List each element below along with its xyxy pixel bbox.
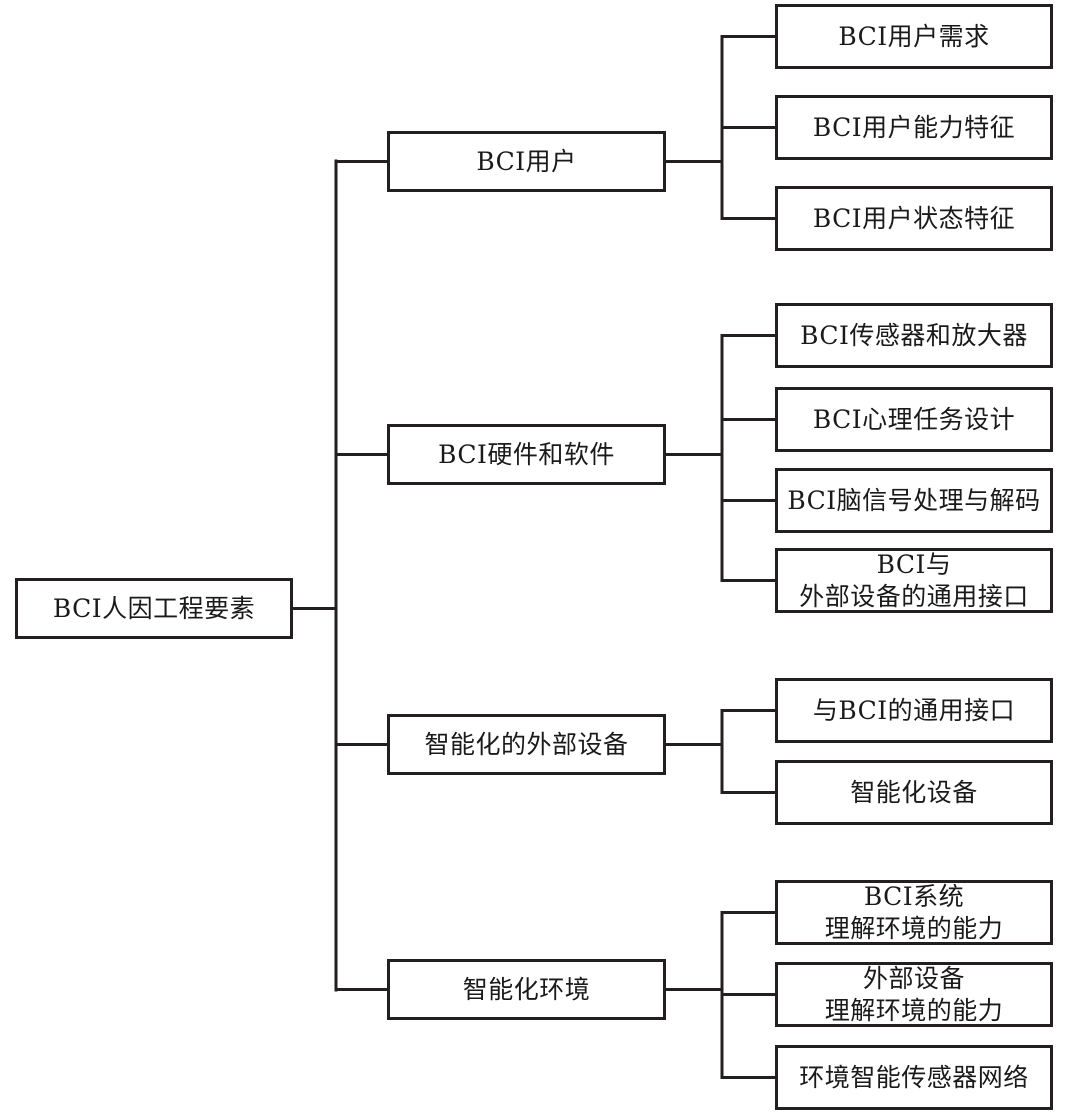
leaf-node-2-4[interactable]: BCI与 外部设备的通用接口 [775, 548, 1053, 613]
leaf-node-3-1-label: 与BCI的通用接口 [812, 695, 1016, 725]
leaf-node-2-2-label: BCI心理任务设计 [812, 404, 1016, 434]
leaf-node-4-2-label: 外部设备 理解环境的能力 [824, 964, 1004, 1025]
leaf-node-1-3[interactable]: BCI用户状态特征 [775, 186, 1053, 251]
leaf-node-4-3[interactable]: 环境智能传感器网络 [775, 1045, 1053, 1110]
leaf-node-2-3-label: BCI脑信号处理与解码 [787, 485, 1041, 515]
leaf-node-3-2[interactable]: 智能化设备 [775, 760, 1053, 825]
leaf-node-4-3-label: 环境智能传感器网络 [799, 1062, 1029, 1092]
branch-node-2-label: BCI硬件和软件 [438, 439, 615, 469]
branch-node-4-label: 智能化环境 [462, 974, 591, 1004]
branch-node-3-label: 智能化的外部设备 [424, 729, 629, 759]
leaf-node-4-1-label: BCI系统 理解环境的能力 [824, 882, 1004, 943]
leaf-node-2-4-label: BCI与 外部设备的通用接口 [799, 550, 1029, 611]
branch-node-2[interactable]: BCI硬件和软件 [387, 424, 666, 485]
branch-node-1[interactable]: BCI用户 [387, 131, 666, 192]
leaf-node-1-2-label: BCI用户能力特征 [812, 112, 1016, 142]
leaf-node-4-1[interactable]: BCI系统 理解环境的能力 [775, 880, 1053, 945]
leaf-node-1-1[interactable]: BCI用户需求 [775, 4, 1053, 69]
leaf-node-2-2[interactable]: BCI心理任务设计 [775, 387, 1053, 452]
leaf-node-2-1-label: BCI传感器和放大器 [800, 320, 1028, 350]
leaf-node-2-1[interactable]: BCI传感器和放大器 [775, 303, 1053, 368]
branch-node-1-label: BCI用户 [476, 146, 577, 176]
root-node-label: BCI人因工程要素 [52, 593, 256, 623]
branch-node-4[interactable]: 智能化环境 [387, 959, 666, 1020]
leaf-node-4-2[interactable]: 外部设备 理解环境的能力 [775, 962, 1053, 1027]
root-node[interactable]: BCI人因工程要素 [15, 578, 293, 639]
leaf-node-1-2[interactable]: BCI用户能力特征 [775, 95, 1053, 160]
leaf-node-1-1-label: BCI用户需求 [838, 21, 990, 51]
leaf-node-1-3-label: BCI用户状态特征 [812, 203, 1016, 233]
leaf-node-3-2-label: 智能化设备 [850, 777, 978, 807]
branch-node-3[interactable]: 智能化的外部设备 [387, 714, 666, 775]
leaf-node-3-1[interactable]: 与BCI的通用接口 [775, 678, 1053, 743]
leaf-node-2-3[interactable]: BCI脑信号处理与解码 [775, 468, 1053, 533]
